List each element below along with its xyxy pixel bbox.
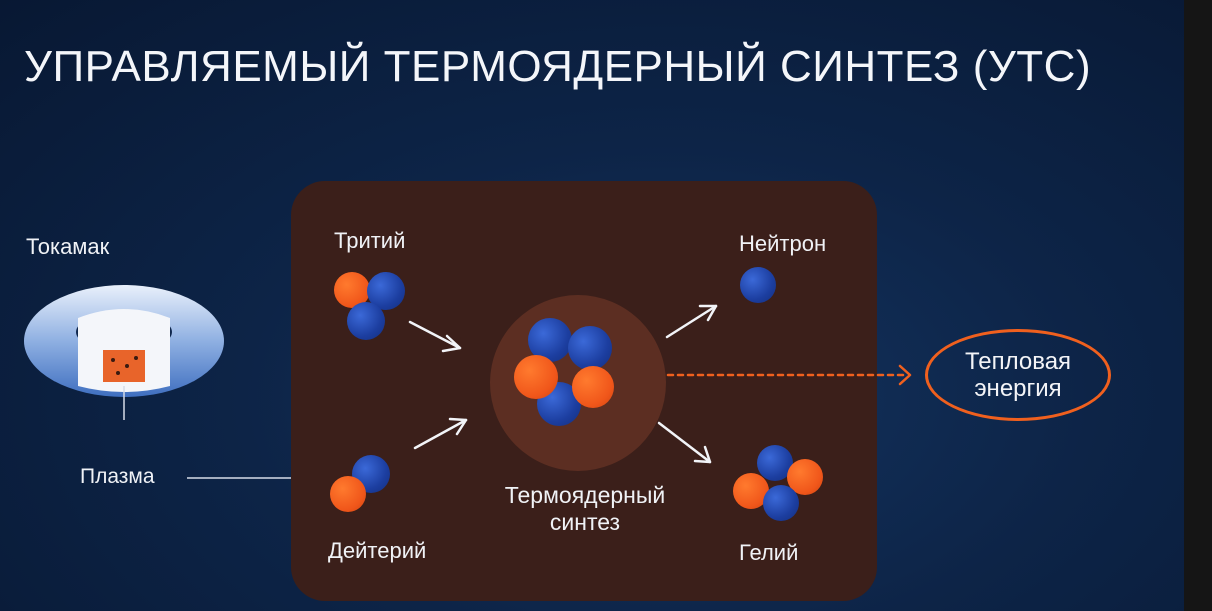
fusion-label: Термоядерный синтез [480, 482, 690, 536]
plasma-label: Плазма [80, 465, 155, 488]
arrow-fusion-to-neutron [665, 304, 718, 339]
helium-label: Гелий [739, 540, 799, 565]
tokamak-illustration [24, 285, 224, 420]
fusion-proton [572, 366, 614, 408]
arrow-deuterium-to-fusion [413, 417, 468, 450]
product-neutron [740, 267, 776, 303]
fusion-neutron [568, 326, 612, 370]
page-title: УПРАВЛЯЕМЫЙ ТЕРМОЯДЕРНЫЙ СИНТЕЗ (УТС) [24, 42, 1092, 91]
helium-neutron [763, 485, 799, 521]
reaction-arrows [408, 304, 912, 464]
deuterium-label: Дейтерий [328, 538, 427, 563]
plasma-connector [187, 477, 300, 479]
tritium-label: Тритий [334, 228, 406, 253]
neutron-label: Нейтрон [739, 231, 827, 256]
fusion-proton [514, 355, 558, 399]
fusion-label-line2: синтез [549, 509, 621, 535]
tokamak-label: Токамак [26, 234, 110, 259]
arrow-fusion-to-helium [657, 421, 712, 464]
right-edge-bar [1184, 0, 1212, 611]
tritium-neutron [347, 302, 385, 340]
energy-label-line1: Тепловая [964, 348, 1072, 375]
fusion-neutron [528, 318, 572, 362]
heat-energy-badge: Тепловая энергия [925, 329, 1111, 421]
fusion-label-line1: Термоядерный [504, 482, 666, 508]
plasma-window [103, 350, 145, 382]
arrow-tritium-to-fusion [408, 320, 462, 353]
energy-label-line2: энергия [974, 375, 1062, 402]
arrow-heat-energy [666, 364, 912, 386]
deuterium-proton [330, 476, 366, 512]
